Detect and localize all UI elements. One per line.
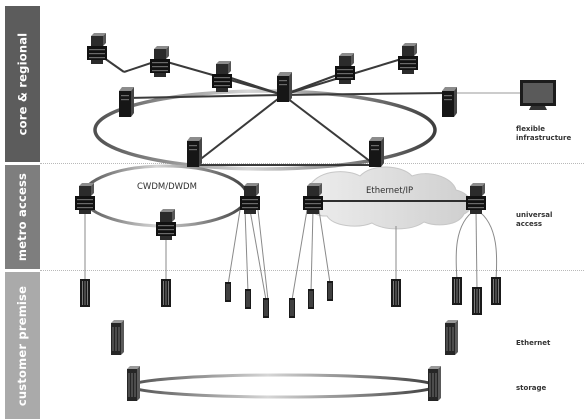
storage-icon — [427, 365, 442, 402]
core-router-icon — [119, 87, 134, 117]
core-router-icon — [277, 72, 292, 102]
ethernet-ip-cloud-icon — [305, 166, 472, 230]
server-icon — [307, 288, 315, 310]
core-router-icon — [187, 137, 202, 167]
metro-switch-icon — [75, 183, 95, 214]
server-icon — [79, 278, 91, 308]
server-icon — [471, 286, 483, 316]
storage-icon — [110, 319, 125, 356]
core-router-icon — [442, 87, 457, 117]
server-icon — [262, 297, 270, 319]
monitor-icon — [520, 80, 556, 110]
label-universal-access: universal access — [516, 211, 553, 228]
label-cwdm-dwdm: CWDM/DWDM — [137, 182, 197, 192]
storage-ring — [129, 373, 437, 399]
core-switch-icon — [335, 53, 355, 84]
server-icon — [224, 281, 232, 303]
metro-switch-icon — [156, 209, 176, 240]
server-icon — [390, 278, 402, 308]
server-icon — [326, 280, 334, 302]
core-switch-icon — [87, 33, 107, 64]
section-label-core-regional: core & regional — [5, 6, 40, 162]
server-icon — [244, 288, 252, 310]
core-links — [96, 52, 449, 166]
server-icon — [160, 278, 172, 308]
metro-switch-icon — [303, 183, 323, 214]
server-icon — [451, 276, 463, 306]
label-ethernet-ip: Ethernet/IP — [366, 186, 414, 196]
storage-icon — [126, 365, 141, 402]
label-flexible-infrastructure: flexible infrastructure — [516, 125, 572, 142]
section-label-customer-premise: customer premise — [5, 272, 40, 419]
server-icon — [288, 297, 296, 319]
section-label-metro-access: metro access — [5, 165, 40, 269]
server-icon — [490, 276, 502, 306]
section-divider — [40, 163, 584, 164]
core-switch-icon — [212, 61, 232, 92]
access-links — [84, 205, 498, 301]
core-switch-icon — [150, 46, 170, 77]
label-ethernet: Ethernet — [516, 339, 551, 347]
core-switch-icon — [398, 43, 418, 74]
core-router-icon — [369, 137, 384, 167]
metro-switch-icon — [466, 183, 486, 214]
label-storage: storage — [516, 384, 547, 392]
core-ring — [93, 89, 437, 171]
storage-icon — [444, 319, 459, 356]
